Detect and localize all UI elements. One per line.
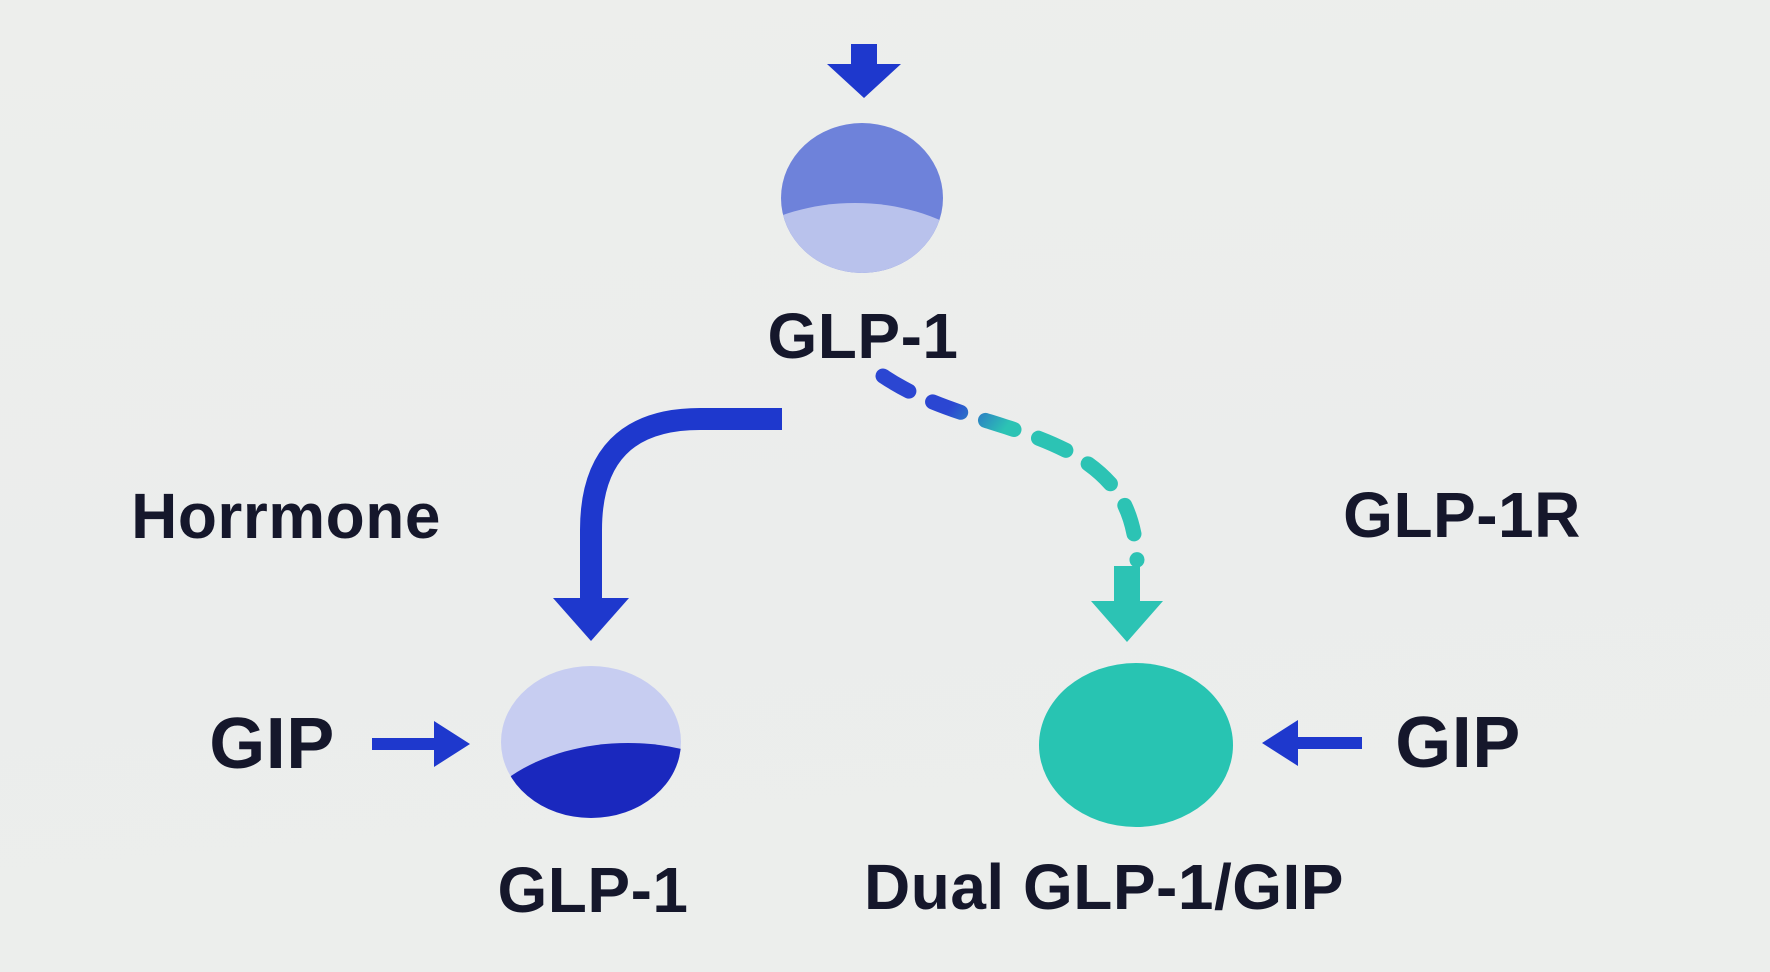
gip-right-arrow-icon: [1262, 720, 1362, 766]
top-inflow-arrow-icon: [827, 44, 901, 98]
curved-arrow-solid-head: [553, 598, 629, 641]
curved-arrow-solid: [553, 408, 782, 641]
hormone-branch-label: Horrmone: [131, 480, 441, 552]
bottom-left-circle-dark-crescent: [501, 743, 681, 818]
gip-right-label: GIP: [1395, 703, 1521, 783]
bottom-right-circle-dual: [1039, 663, 1233, 827]
bottom-left-circle-glp1: [501, 666, 681, 818]
curved-arrow-dashed-head: [1091, 566, 1163, 642]
bottom-right-circle-label: Dual GLP-1/GIP: [864, 851, 1344, 923]
gip-left-label: GIP: [209, 704, 335, 784]
top-circle-label: GLP-1: [767, 300, 959, 372]
top-circle-glp1: [781, 123, 943, 273]
gip-left-arrow-icon: [372, 721, 470, 767]
curved-arrow-dashed: [875, 368, 1163, 642]
glp1r-branch-label: GLP-1R: [1343, 479, 1581, 551]
bottom-left-circle-label: GLP-1: [497, 854, 689, 926]
